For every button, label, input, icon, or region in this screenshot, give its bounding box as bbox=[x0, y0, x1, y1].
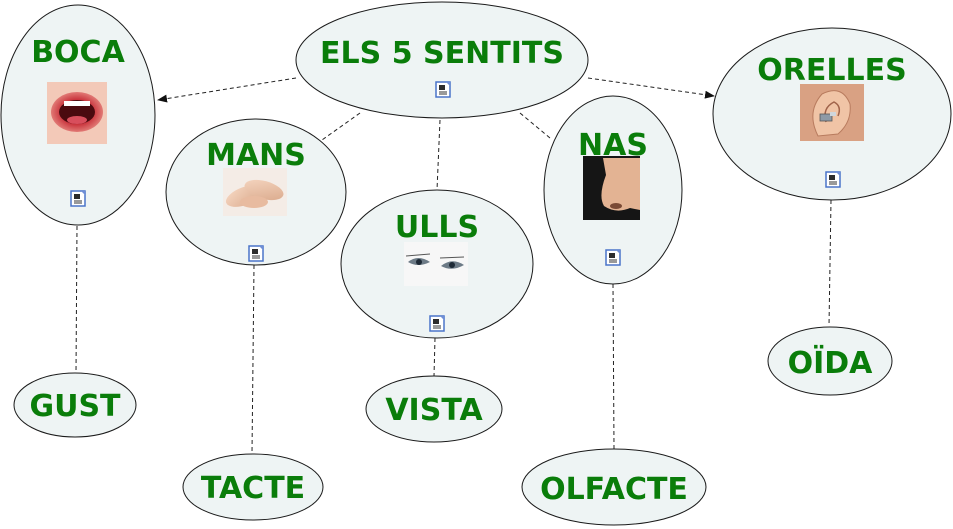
link-root-boca bbox=[157, 77, 297, 103]
node-oida-label: OÏDA bbox=[788, 345, 874, 381]
node-orelles-label: ORELLES bbox=[757, 53, 906, 88]
node-gust-shape[interactable] bbox=[13, 372, 137, 438]
node-mans-label: MANS bbox=[206, 138, 306, 173]
node-gust-label: GUST bbox=[29, 389, 121, 424]
document-icon[interactable] bbox=[605, 249, 621, 266]
ear-photo bbox=[800, 84, 864, 141]
node-orelles[interactable]: ORELLES bbox=[712, 27, 952, 201]
node-tacte-shape[interactable] bbox=[182, 453, 324, 521]
link-mans-tacte bbox=[251, 264, 255, 454]
node-vista-shape[interactable] bbox=[365, 375, 503, 443]
link-root-ulls bbox=[436, 119, 441, 191]
node-root[interactable]: ELS 5 SENTITS bbox=[295, 1, 589, 119]
mouth-photo bbox=[47, 82, 107, 144]
link-boca-gust bbox=[75, 225, 78, 374]
document-icon[interactable] bbox=[248, 245, 264, 262]
node-olfacte[interactable]: OLFACTE bbox=[521, 448, 707, 526]
node-tacte-label: TACTE bbox=[201, 471, 305, 506]
document-icon[interactable] bbox=[70, 190, 86, 207]
node-vista[interactable]: VISTA bbox=[365, 375, 503, 443]
node-tacte[interactable]: TACTE bbox=[182, 453, 324, 521]
link-root-mans bbox=[321, 112, 361, 141]
node-boca[interactable]: BOCA bbox=[0, 4, 156, 226]
eyes-photo bbox=[404, 242, 468, 286]
links bbox=[75, 77, 832, 454]
node-oida-shape[interactable] bbox=[767, 326, 893, 396]
hands-photo bbox=[223, 168, 287, 216]
node-olfacte-shape[interactable] bbox=[521, 448, 707, 526]
node-boca-label: BOCA bbox=[31, 35, 125, 70]
node-root-shape[interactable] bbox=[295, 1, 589, 119]
node-gust[interactable]: GUST bbox=[13, 372, 137, 438]
node-olfacte-label: OLFACTE bbox=[540, 472, 688, 507]
document-icon[interactable] bbox=[429, 315, 445, 332]
node-root-label: ELS 5 SENTITS bbox=[320, 36, 564, 71]
link-nas-olfacte bbox=[612, 283, 615, 450]
document-icon[interactable] bbox=[825, 171, 841, 188]
document-icon[interactable] bbox=[435, 81, 451, 98]
link-ulls-vista bbox=[433, 337, 436, 377]
link-orelles-oida bbox=[828, 199, 832, 327]
node-nas[interactable]: NAS bbox=[543, 95, 683, 285]
nose-photo bbox=[583, 156, 640, 220]
node-vista-label: VISTA bbox=[385, 393, 483, 428]
node-ulls-label: ULLS bbox=[395, 210, 479, 245]
node-ulls[interactable]: ULLS bbox=[340, 189, 534, 339]
link-root-nas bbox=[519, 112, 551, 139]
link-root-orelles bbox=[587, 77, 715, 99]
node-oida[interactable]: OÏDA bbox=[767, 326, 893, 396]
node-mans[interactable]: MANS bbox=[165, 118, 347, 266]
